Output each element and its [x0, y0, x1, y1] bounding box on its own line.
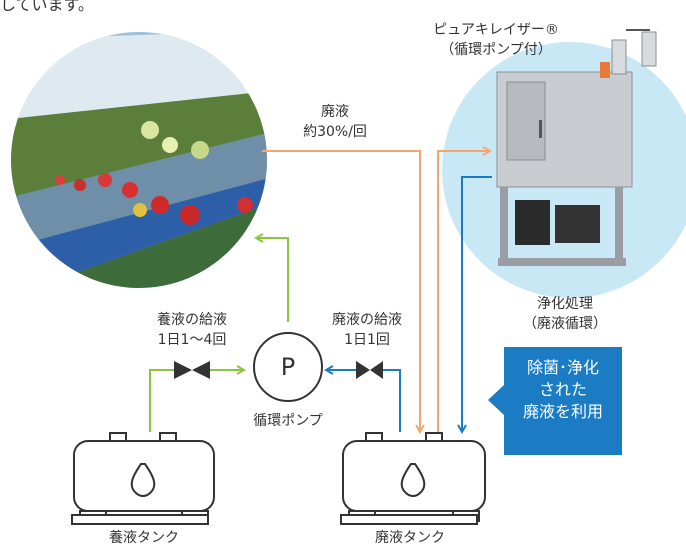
purify-process-label: 浄化処理 — [537, 296, 593, 312]
callout-line-2: された — [538, 380, 587, 399]
purified-flow — [326, 176, 492, 432]
callout-line-1: 除菌･浄化 — [526, 358, 599, 377]
purifier-sub-label: （循環ポンプ付） — [440, 42, 552, 58]
callout-line-3: 廃液を利用 — [522, 402, 603, 421]
waste-ratio-label: 約30%/回 — [303, 124, 367, 140]
nutrient-tank-icon — [71, 432, 215, 525]
waste-tank-icon — [340, 432, 486, 525]
callout-pointer — [488, 385, 504, 415]
purified-callout: 除菌･浄化 された 廃液を利用 — [504, 347, 622, 455]
nutrient-valve-icon — [174, 361, 210, 379]
pump-label: 循環ポンプ — [253, 413, 323, 429]
pump-letter: P — [280, 353, 296, 381]
purify-sub-label: （廃液循環） — [523, 316, 607, 332]
pump-icon — [253, 332, 323, 402]
nutrient-freq-label: 1日1～4回 — [157, 332, 227, 348]
nutrient-flow — [149, 238, 289, 432]
waste-supply-label: 廃液の給液 — [332, 312, 402, 328]
nutrient-tank-label: 養液タンク — [109, 530, 179, 546]
top-caption: しています。 — [0, 0, 94, 14]
waste-drain-flow — [262, 151, 490, 432]
waste-label: 廃液 — [321, 104, 349, 120]
waste-tank-label: 廃液タンク — [375, 530, 445, 546]
purifier-name-label: ピュアキレイザー® — [433, 22, 559, 38]
nutrient-supply-label: 養液の給液 — [157, 312, 227, 328]
purifier-machine — [496, 29, 657, 266]
waste-freq-label: 1日1回 — [344, 332, 390, 348]
greenhouse-photo — [11, 32, 267, 288]
waste-valve-icon — [356, 361, 383, 379]
